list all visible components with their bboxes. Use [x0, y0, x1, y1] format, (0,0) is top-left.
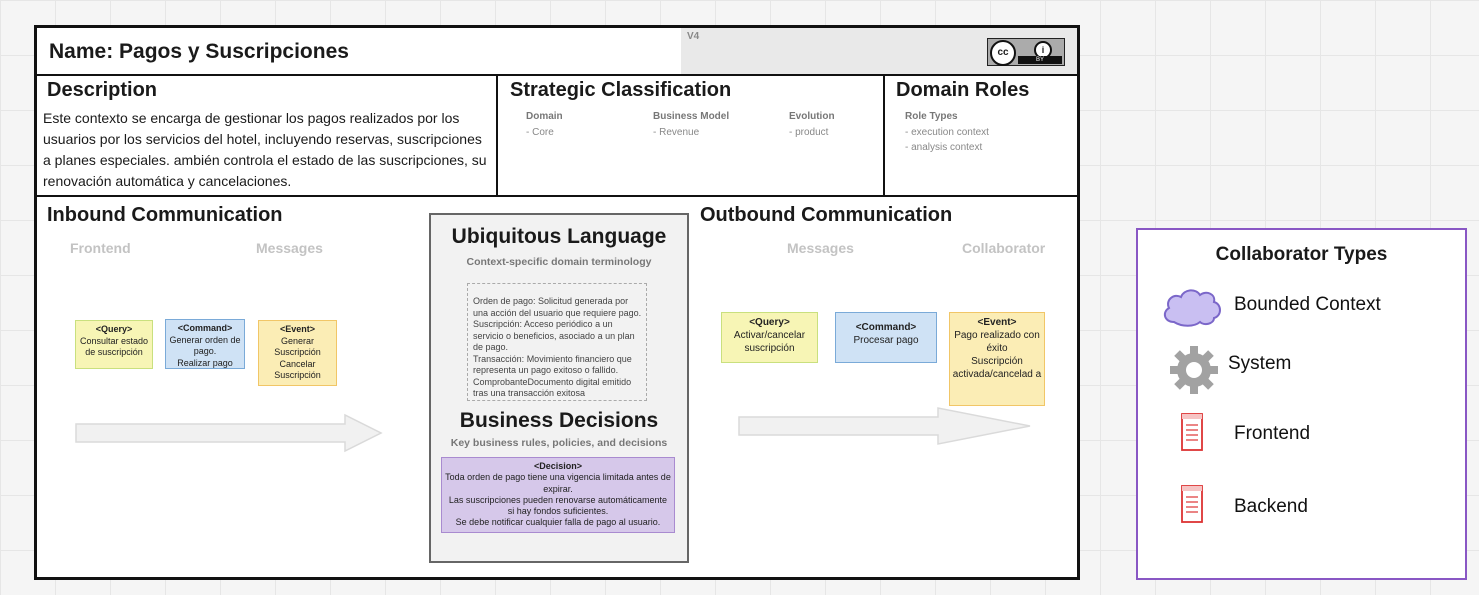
cloud-icon	[1163, 289, 1221, 327]
sticky-tag: <Query>	[749, 317, 790, 328]
ubiquitous-language-panel: Ubiquitous Language Context-specific dom…	[429, 213, 689, 563]
inbound-event-sticky[interactable]: <Event> Generar Suscripción Cancelar Sus…	[258, 320, 337, 386]
inbound-arrow-icon	[75, 413, 383, 453]
legend-label: Frontend	[1234, 423, 1311, 444]
divider	[37, 195, 1077, 197]
business-model-value: - Revenue	[653, 127, 700, 138]
domain-roles-title: Domain Roles	[896, 79, 1030, 101]
legend-label: System	[1228, 353, 1292, 374]
domain-label: Domain	[526, 111, 563, 122]
outbound-event-sticky[interactable]: <Event> Pago realizado con éxito Suscrip…	[949, 312, 1045, 406]
sticky-tag: <Decision>	[533, 461, 583, 471]
divider	[883, 74, 885, 195]
gear-icon	[1170, 346, 1218, 394]
sticky-text: Activar/cancelar suscripción	[733, 330, 806, 354]
sticky-text: Generar orden de pago. Realizar pago	[169, 334, 241, 368]
document-icon	[1181, 413, 1203, 451]
document-icon	[1181, 485, 1203, 523]
evolution-value: - product	[789, 127, 829, 138]
sticky-tag: <Query>	[95, 324, 133, 334]
inbound-command-sticky[interactable]: <Command> Generar orden de pago. Realiza…	[165, 319, 245, 369]
bounded-context-canvas: Name: Pagos y Suscripciones V4 cc i BY D…	[34, 25, 1080, 580]
collaborator-types-legend: Collaborator Types Bounded Context Syste…	[1136, 228, 1467, 580]
outbound-messages-header: Messages	[787, 240, 854, 256]
ubiquitous-subtitle: Context-specific domain terminology	[466, 256, 652, 268]
version-cell: V4 cc i BY	[681, 28, 1077, 74]
legend-label: Bounded Context	[1234, 294, 1381, 315]
creative-commons-badge: cc i BY	[987, 38, 1065, 66]
sticky-text: Toda orden de pago tiene una vigencia li…	[445, 472, 671, 528]
version-label: V4	[687, 31, 700, 42]
divider	[37, 74, 1077, 76]
legend-title: Collaborator Types	[1215, 244, 1388, 265]
business-decisions-title: Business Decisions	[459, 409, 659, 432]
outbound-collaborator-header: Collaborator	[962, 240, 1046, 256]
page-title: Name: Pagos y Suscripciones	[49, 40, 349, 63]
sticky-tag: <Event>	[977, 317, 1017, 328]
decision-sticky[interactable]: <Decision> Toda orden de pago tiene una …	[441, 457, 675, 533]
sticky-text: Consultar estado de suscripción	[79, 335, 149, 358]
inbound-title: Inbound Communication	[47, 204, 283, 226]
inbound-messages-header: Messages	[256, 240, 323, 256]
role-type-item: - execution context	[905, 127, 989, 138]
by-label: BY	[1018, 56, 1062, 64]
role-types-label: Role Types	[905, 111, 958, 122]
divider	[496, 74, 498, 195]
description-text: Este contexto se encarga de gestionar lo…	[43, 110, 487, 189]
legend-label: Backend	[1234, 496, 1308, 517]
strategic-title: Strategic Classification	[510, 79, 732, 101]
sticky-text: Generar Suscripción Cancelar Suscripción	[274, 335, 321, 381]
description-title: Description	[47, 79, 158, 101]
outbound-command-sticky[interactable]: <Command> Procesar pago	[835, 312, 937, 363]
info-icon: i	[1034, 41, 1052, 59]
ubiquitous-title: Ubiquitous Language	[451, 225, 667, 248]
sticky-text: Pago realizado con éxito Suscripción act…	[952, 330, 1042, 380]
cc-icon: cc	[990, 40, 1016, 66]
role-type-item: - analysis context	[905, 142, 983, 153]
sticky-text: Procesar pago	[853, 335, 919, 346]
inbound-frontend-header: Frontend	[70, 240, 131, 256]
sticky-tag: <Command>	[855, 322, 917, 333]
ubiquitous-text: Orden de pago: Solicitud generada por un…	[467, 283, 647, 401]
outbound-query-sticky[interactable]: <Query> Activar/cancelar suscripción	[721, 312, 818, 363]
outbound-title: Outbound Communication	[700, 204, 953, 226]
inbound-query-sticky[interactable]: <Query> Consultar estado de suscripción	[75, 320, 153, 369]
sticky-tag: <Event>	[279, 324, 316, 334]
business-model-label: Business Model	[653, 111, 730, 122]
outbound-arrow-icon	[738, 407, 1031, 445]
business-decisions-subtitle: Key business rules, policies, and decisi…	[450, 437, 668, 449]
evolution-label: Evolution	[789, 111, 835, 122]
domain-value: - Core	[526, 127, 554, 138]
sticky-tag: <Command>	[177, 323, 233, 333]
